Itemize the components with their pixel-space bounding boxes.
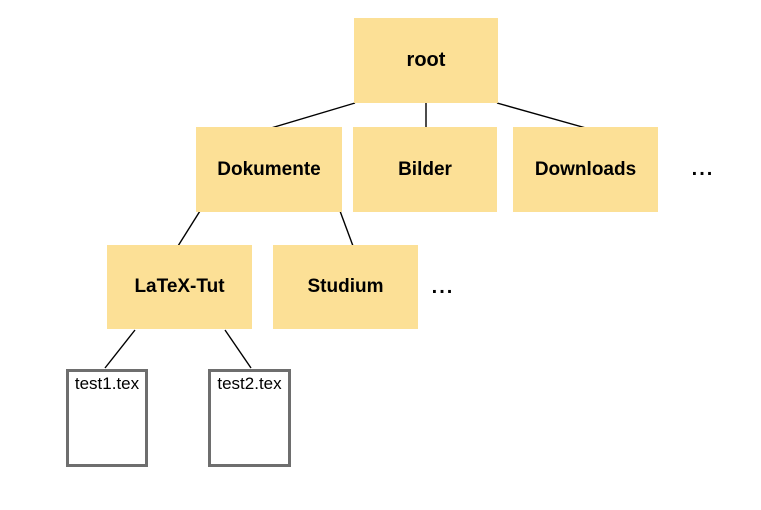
tree-node-latex-tut: LaTeX-Tut bbox=[107, 245, 252, 329]
edge-dokumente-studium bbox=[339, 210, 354, 247]
edge-root-dokumente bbox=[270, 102, 356, 129]
tree-node-downloads: Downloads bbox=[513, 127, 658, 212]
file-node-test2-tex: test2.tex bbox=[208, 369, 291, 467]
ellipsis-more-folders-row3: ... bbox=[431, 275, 455, 298]
edge-dokumente-latex-tut bbox=[177, 210, 201, 247]
tree-node-dokumente: Dokumente bbox=[196, 127, 342, 212]
file-node-test1-tex: test1.tex bbox=[66, 369, 148, 467]
tree-node-studium: Studium bbox=[273, 245, 418, 329]
edge-latex-tut-test2 bbox=[224, 329, 252, 369]
edge-latex-tut-test1 bbox=[104, 329, 136, 369]
ellipsis-more-folders-row2: ... bbox=[691, 158, 715, 180]
tree-node-root: root bbox=[354, 18, 498, 103]
tree-node-bilder: Bilder bbox=[353, 127, 497, 212]
edge-root-downloads bbox=[496, 102, 587, 129]
